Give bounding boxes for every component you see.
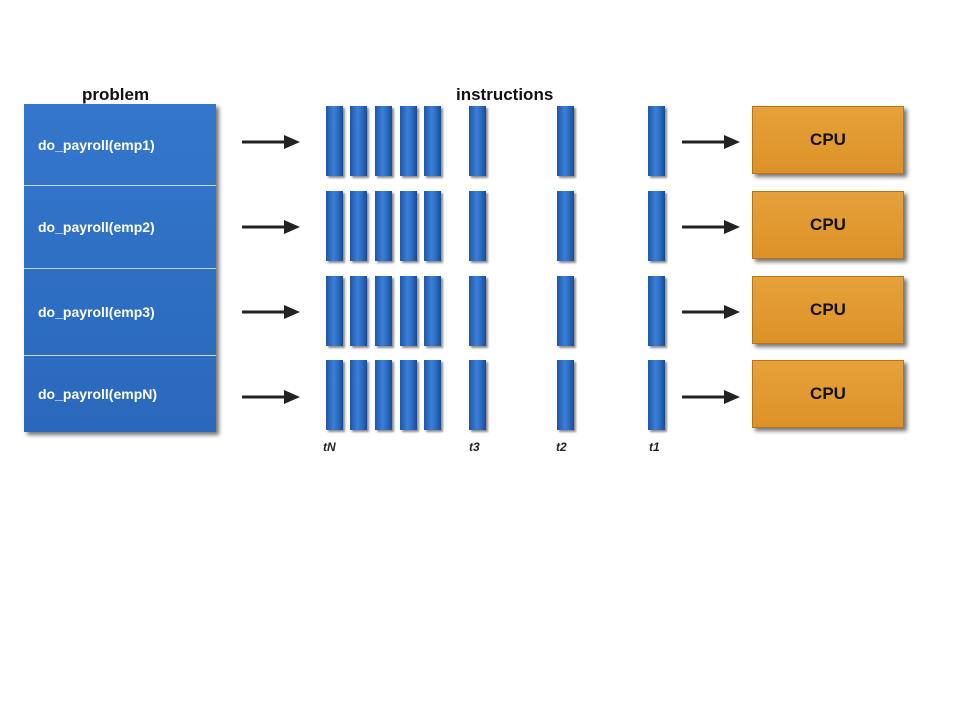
instruction-bar-t3: [469, 276, 486, 346]
instruction-bar: [400, 191, 417, 261]
instruction-bar-t2: [557, 360, 574, 430]
problem-row-emp1: do_payroll(emp1): [38, 136, 155, 153]
instruction-bar: [326, 360, 343, 430]
instruction-bar: [350, 191, 367, 261]
instruction-bar-t1: [648, 191, 665, 261]
instruction-bar-t2: [557, 191, 574, 261]
instruction-bar-t3: [469, 191, 486, 261]
cpu-box: CPU: [752, 191, 904, 259]
instruction-bar: [326, 191, 343, 261]
instruction-bar: [350, 360, 367, 430]
instruction-bar: [326, 276, 343, 346]
time-label-tN: tN: [323, 440, 336, 454]
instruction-bar-t3: [469, 106, 486, 176]
problem-column: do_payroll(emp1) do_payroll(emp2) do_pay…: [24, 104, 216, 432]
problem-row-empN: do_payroll(empN): [38, 386, 158, 402]
instruction-bar: [326, 106, 343, 176]
time-label-t3: t3: [469, 440, 480, 454]
cpu-box: CPU: [752, 276, 904, 344]
instruction-bar-t1: [648, 360, 665, 430]
instruction-bar: [424, 191, 441, 261]
instruction-bar: [375, 360, 392, 430]
problem-divider: [24, 355, 216, 356]
instruction-bar: [424, 106, 441, 176]
instructions-header: instructions: [456, 85, 554, 104]
instruction-bar: [400, 360, 417, 430]
problem-header: problem: [82, 85, 150, 104]
instruction-bar: [400, 106, 417, 176]
instruction-bar-t3: [469, 360, 486, 430]
instruction-bar-t2: [557, 276, 574, 346]
arrow-right-icon: [242, 390, 300, 404]
cpu-box: CPU: [752, 360, 904, 428]
time-label-t1: t1: [649, 440, 660, 454]
problem-divider: [24, 185, 216, 186]
arrow-right-icon: [682, 220, 740, 234]
cpu-box: CPU: [752, 106, 904, 174]
arrow-right-icon: [242, 220, 300, 234]
instruction-bar: [375, 106, 392, 176]
instruction-bar: [424, 276, 441, 346]
arrow-right-icon: [682, 305, 740, 319]
arrow-right-icon: [682, 390, 740, 404]
problem-row-emp2: do_payroll(emp2): [38, 219, 155, 235]
arrow-right-icon: [242, 305, 300, 319]
arrow-right-icon: [682, 135, 740, 149]
instruction-bar: [424, 360, 441, 430]
instruction-bar: [375, 191, 392, 261]
instruction-bar: [375, 276, 392, 346]
instruction-bar: [350, 276, 367, 346]
problem-row-emp3: do_payroll(emp3): [38, 304, 155, 320]
instruction-bar-t2: [557, 106, 574, 176]
arrow-right-icon: [242, 135, 300, 149]
instruction-bar-t1: [648, 106, 665, 176]
problem-divider: [24, 268, 216, 269]
instruction-bar: [350, 106, 367, 176]
instruction-bar: [400, 276, 417, 346]
time-label-t2: t2: [556, 440, 567, 454]
instruction-bar-t1: [648, 276, 665, 346]
